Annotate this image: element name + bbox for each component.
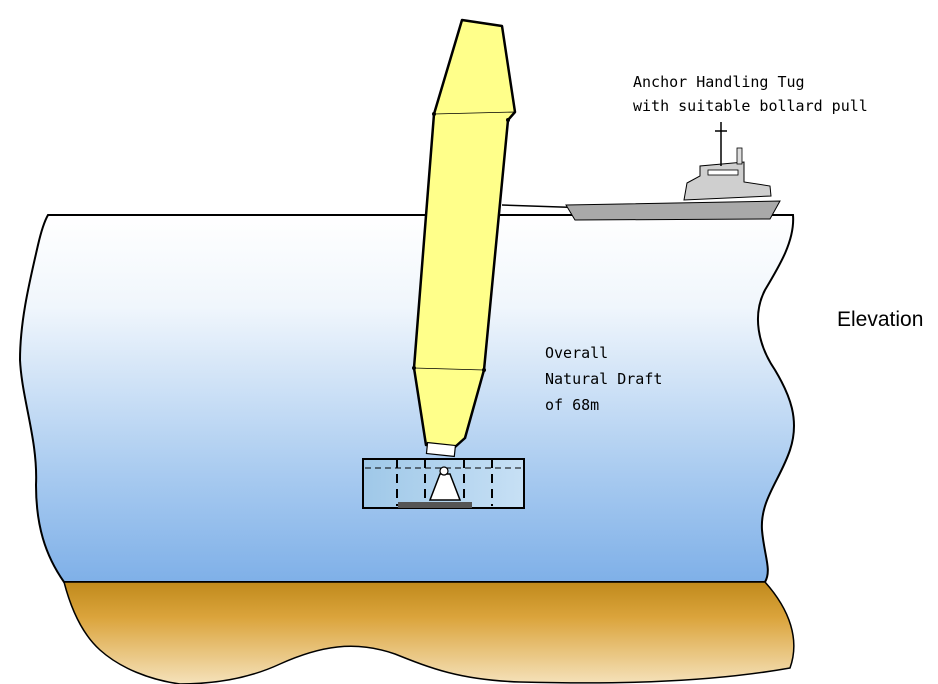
draft-label-line2: Natural Draft <box>545 370 662 388</box>
spar-marker <box>506 118 510 122</box>
spar-marker <box>412 366 416 370</box>
tug-hull <box>565 200 781 221</box>
tug-funnel <box>736 147 743 165</box>
tug-superstructure <box>683 161 772 201</box>
spar-keel-cap <box>425 441 457 458</box>
anchor-padeye-hole <box>439 466 449 476</box>
spar-marker <box>482 368 486 372</box>
tug-label-line1: Anchor Handling Tug <box>633 73 805 91</box>
spar-hull <box>412 18 517 449</box>
spar-marker <box>432 112 436 116</box>
anchor-base <box>362 458 525 509</box>
draft-label-line3: of 68m <box>545 396 599 414</box>
anchor-footing <box>398 502 472 508</box>
view-label: Elevation <box>837 308 923 331</box>
spar-seam-lower <box>413 367 485 371</box>
seabed <box>63 581 795 684</box>
sea-water <box>18 214 796 583</box>
draft-label-line1: Overall <box>545 344 608 362</box>
tug-window <box>707 169 739 176</box>
spar-seam-upper <box>433 111 516 115</box>
spar-buoy <box>412 18 517 458</box>
anchor-handling-tug <box>565 122 781 221</box>
tug-label-line2: with suitable bollard pull <box>633 97 868 115</box>
